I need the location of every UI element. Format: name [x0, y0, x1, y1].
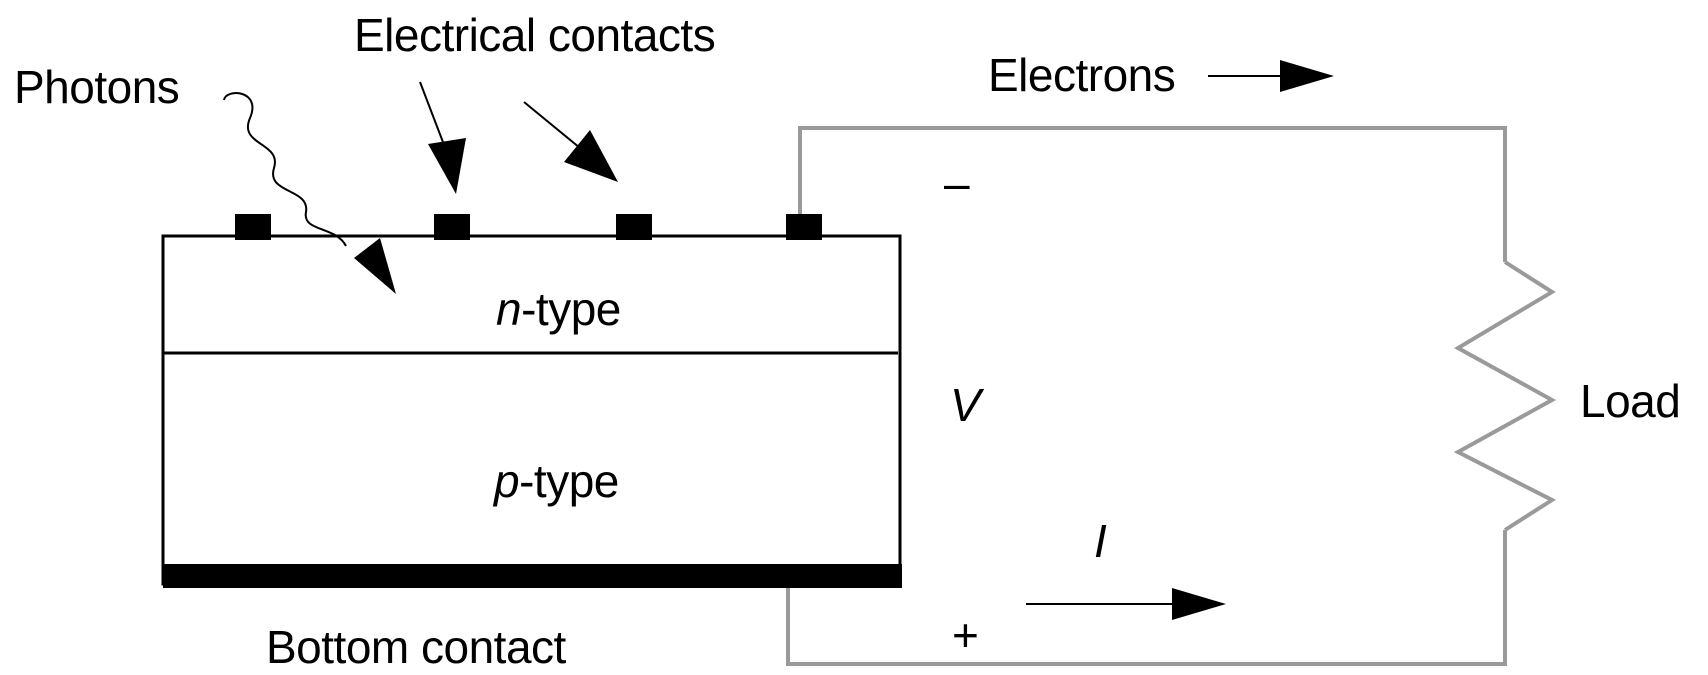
current-label: I	[1094, 515, 1107, 567]
electrical-contact-4	[786, 214, 822, 240]
bottom-contact-bar	[163, 564, 902, 588]
electrons-label: Electrons	[988, 49, 1176, 101]
current-symbol: I	[1094, 515, 1107, 567]
p-type-letter: p	[494, 455, 520, 507]
contact-pointer-head-1	[428, 138, 466, 194]
photon-arrow	[223, 92, 396, 294]
bottom-wire	[786, 530, 1507, 666]
minus-terminal-label: –	[944, 157, 970, 209]
contact-pointer-line-1	[419, 81, 447, 151]
contacts-arrows	[419, 81, 618, 194]
contact-pointer-line-2	[523, 101, 581, 149]
electrical-contact-2	[434, 214, 470, 240]
p-type-label: p-type	[494, 458, 619, 504]
photons-label: Photons	[14, 61, 180, 113]
n-type-letter: n	[496, 283, 522, 335]
electrons-arrow	[1208, 60, 1334, 92]
electrical-contacts-label: Electrical contacts	[354, 9, 716, 61]
n-type-suffix: -type	[521, 283, 621, 335]
electrons-arrowhead	[1280, 60, 1334, 92]
bottom-contact-label: Bottom contact	[266, 621, 566, 673]
load-resistor	[1453, 260, 1557, 532]
current-arrow	[1026, 588, 1226, 620]
top-wire	[798, 126, 1507, 262]
current-arrowhead	[1172, 588, 1226, 620]
solar-cell	[161, 214, 902, 588]
n-type-label: n-type	[496, 286, 621, 332]
voltage-label: V	[950, 379, 981, 431]
voltage-symbol: V	[950, 379, 981, 431]
external-circuit	[786, 126, 1557, 666]
p-type-suffix: -type	[519, 455, 619, 507]
electrical-contact-3	[616, 214, 652, 240]
plus-terminal-label: +	[952, 609, 979, 661]
contact-pointer-head-2	[564, 130, 618, 182]
electrical-contact-1	[235, 214, 271, 240]
load-label: Load	[1580, 375, 1681, 427]
photon-wave	[223, 92, 347, 247]
photon-arrowhead	[354, 238, 396, 294]
